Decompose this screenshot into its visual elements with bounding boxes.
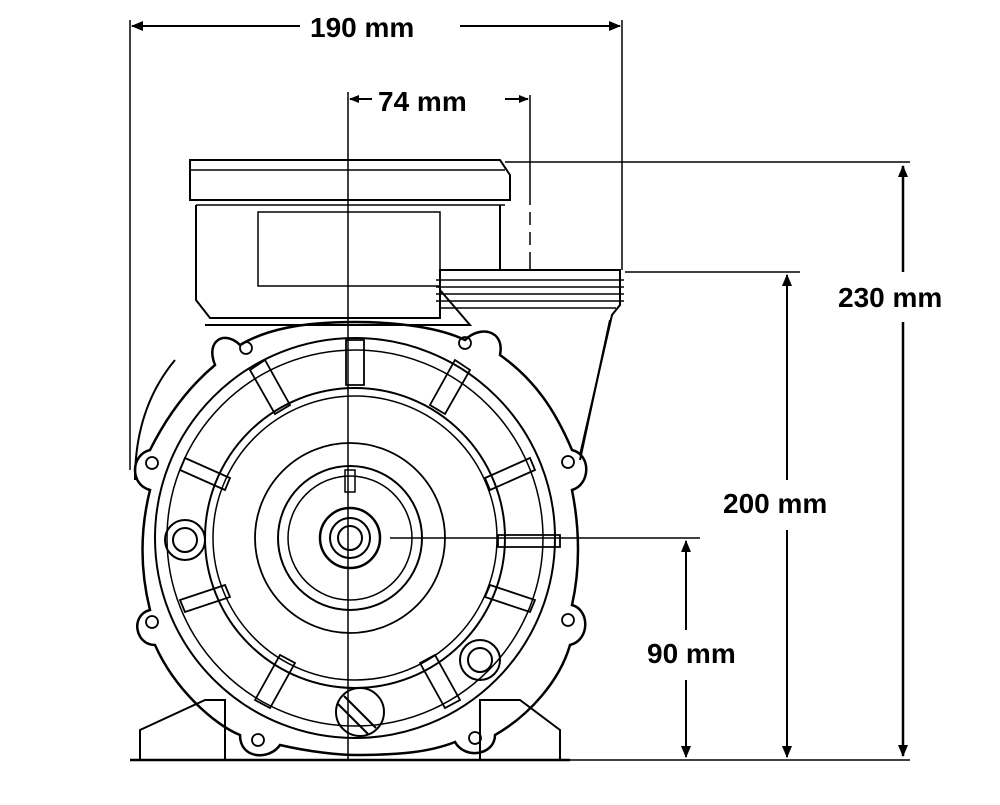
flange-bolt-holes [145, 336, 575, 747]
dimension-label-shaft-height: 90 mm [643, 638, 740, 670]
shaft-seal [318, 506, 382, 570]
outlet-threads [436, 279, 624, 309]
dimension-label-overall-height: 230 mm [834, 282, 947, 314]
shaft [337, 525, 363, 551]
shaft-key [344, 469, 356, 493]
dimension-lines [129, 20, 910, 761]
pump-body [130, 159, 624, 762]
pump-base-feet [130, 699, 570, 762]
mounting-holes [164, 519, 501, 681]
dimension-label-outlet-offset: 74 mm [374, 86, 471, 118]
cooling-ribs [178, 339, 561, 710]
pump-flange [133, 320, 588, 757]
dimension-label-overall-width: 190 mm [306, 12, 419, 44]
shaft-outer [329, 517, 371, 559]
drain-plug [335, 687, 385, 737]
terminal-box-label-plate [257, 211, 441, 287]
outlet-neck [439, 269, 621, 456]
dimension-label-outlet-height: 200 mm [719, 488, 832, 520]
